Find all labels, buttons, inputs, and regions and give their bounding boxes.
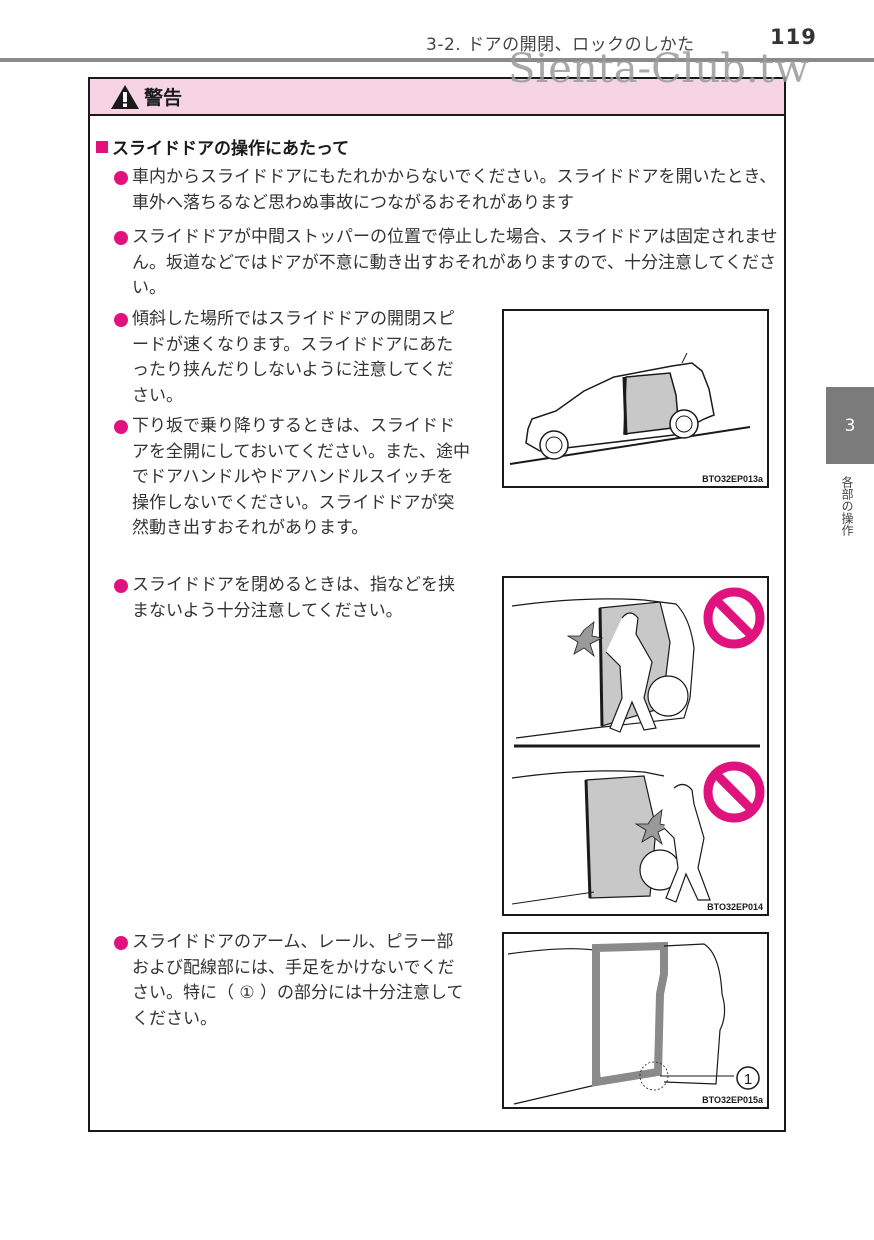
car-slope-illustration: [509, 352, 751, 465]
bullet-dot-icon: [114, 313, 128, 327]
warning-box: 警告 スライドドアの操作にあたって 車内からスライドドアにもたれかからないでくだ…: [88, 77, 786, 1132]
watermark: Sienta-Club.tw: [508, 46, 809, 92]
bullet-dot-icon: [114, 231, 128, 245]
warning-header: 警告: [90, 79, 784, 116]
figure-door-rail: 1 BTO32EP015a: [502, 932, 769, 1109]
chapter-tab[interactable]: 3: [826, 387, 874, 464]
warning-bullet: 下り坂で乗り降りするときは、スライドドアを全開にしておいてください。また、途中で…: [114, 414, 470, 542]
warning-bullet: スライドドアが中間ストッパーの位置で停止した場合、スライドドアは固定されません。…: [114, 225, 778, 302]
section-heading-text: スライドドアの操作にあたって: [112, 139, 350, 159]
finger-caught-illustration: [511, 587, 765, 905]
chapter-label: 各部の操作: [840, 476, 854, 536]
door-rail-illustration: 1: [507, 941, 760, 1105]
bullet-dot-icon: [114, 171, 128, 185]
figure-code: BTO32EP015a: [702, 1095, 763, 1105]
warning-bullet: スライドドアを閉めるときは、指などを挟まないよう十分注意してください。: [114, 573, 470, 624]
figure-finger-caught: BTO32EP014: [502, 576, 769, 916]
bullet-dot-icon: [114, 420, 128, 434]
warning-bullet: 車内からスライドドアにもたれかからないでください。スライドドアを開いたとき、車外…: [114, 165, 778, 216]
square-bullet-icon: [96, 140, 108, 153]
warning-bullet: 傾斜した場所ではスライドドアの開閉スピードが速くなります。スライドドアにあたった…: [114, 307, 470, 409]
warning-bullet: スライドドアのアーム、レール、ピラー部および配線部には、手足をかけないでください…: [114, 930, 470, 1032]
bullet-dot-icon: [114, 579, 128, 593]
bullet-dot-icon: [114, 936, 128, 950]
page-number: 119: [770, 25, 817, 49]
warning-title: 警告: [144, 87, 183, 109]
section-title: 3-2. ドアの開閉、ロックのしかた: [426, 35, 695, 55]
section-heading: スライドドアの操作にあたって: [96, 134, 349, 159]
figure-code: BTO32EP013a: [702, 474, 763, 484]
figure-car-on-slope: BTO32EP013a: [502, 309, 769, 488]
header-divider: [0, 58, 874, 62]
figure-code: BTO32EP014: [707, 902, 763, 912]
warning-triangle-icon: [111, 84, 139, 109]
callout-number: 1: [744, 1071, 752, 1088]
